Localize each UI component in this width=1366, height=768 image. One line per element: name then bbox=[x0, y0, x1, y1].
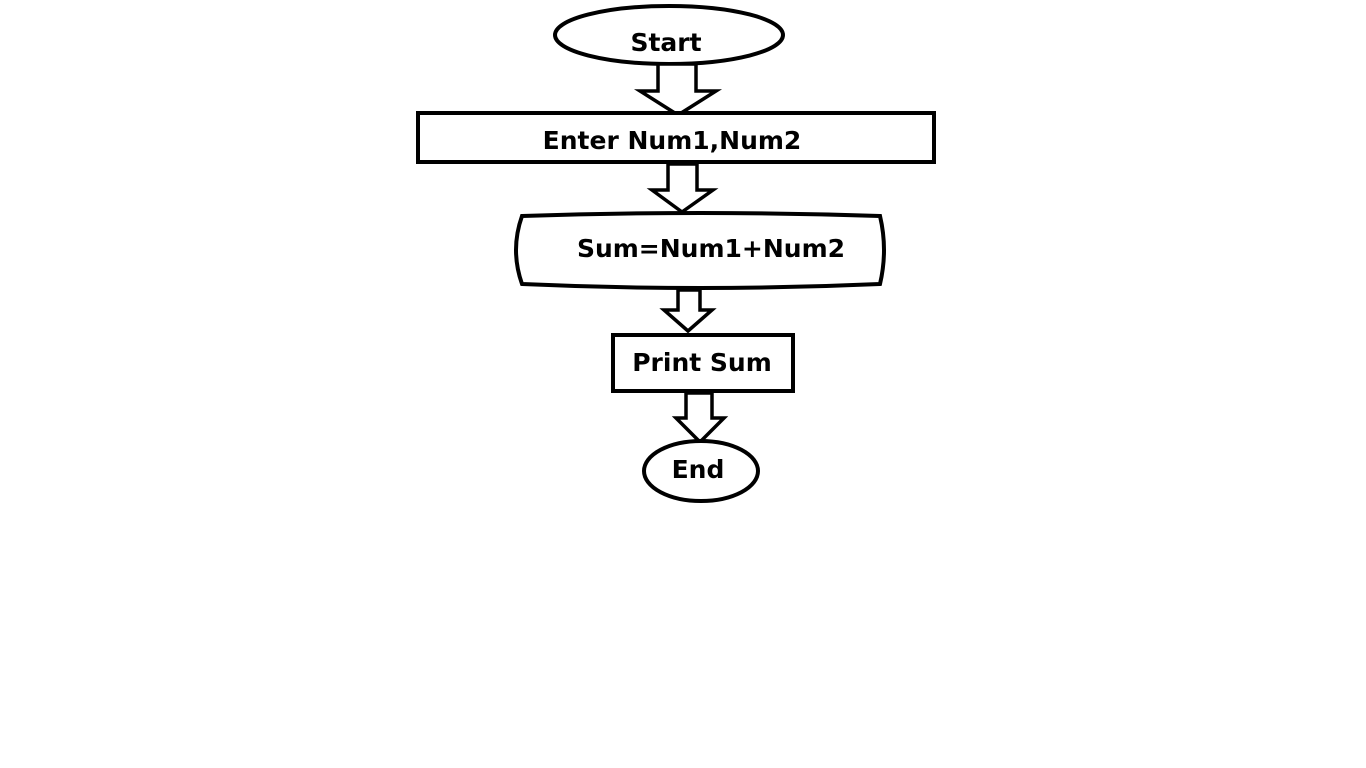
start-node: Start bbox=[553, 4, 785, 66]
start-label: Start bbox=[630, 28, 701, 57]
output-label: Print Sum bbox=[632, 348, 772, 377]
arrow-input-to-process bbox=[646, 162, 719, 215]
process-node: Sum=Num1+Num2 bbox=[514, 211, 886, 290]
end-node: End bbox=[642, 439, 760, 503]
output-node: Print Sum bbox=[611, 333, 795, 393]
arrow-output-to-end bbox=[671, 391, 729, 445]
end-label: End bbox=[672, 455, 725, 484]
arrow-process-to-output bbox=[659, 288, 717, 334]
input-node: Enter Num1,Num2 bbox=[416, 111, 936, 164]
process-label: Sum=Num1+Num2 bbox=[577, 234, 845, 263]
arrow-start-to-input bbox=[633, 62, 723, 118]
input-label: Enter Num1,Num2 bbox=[543, 126, 802, 155]
